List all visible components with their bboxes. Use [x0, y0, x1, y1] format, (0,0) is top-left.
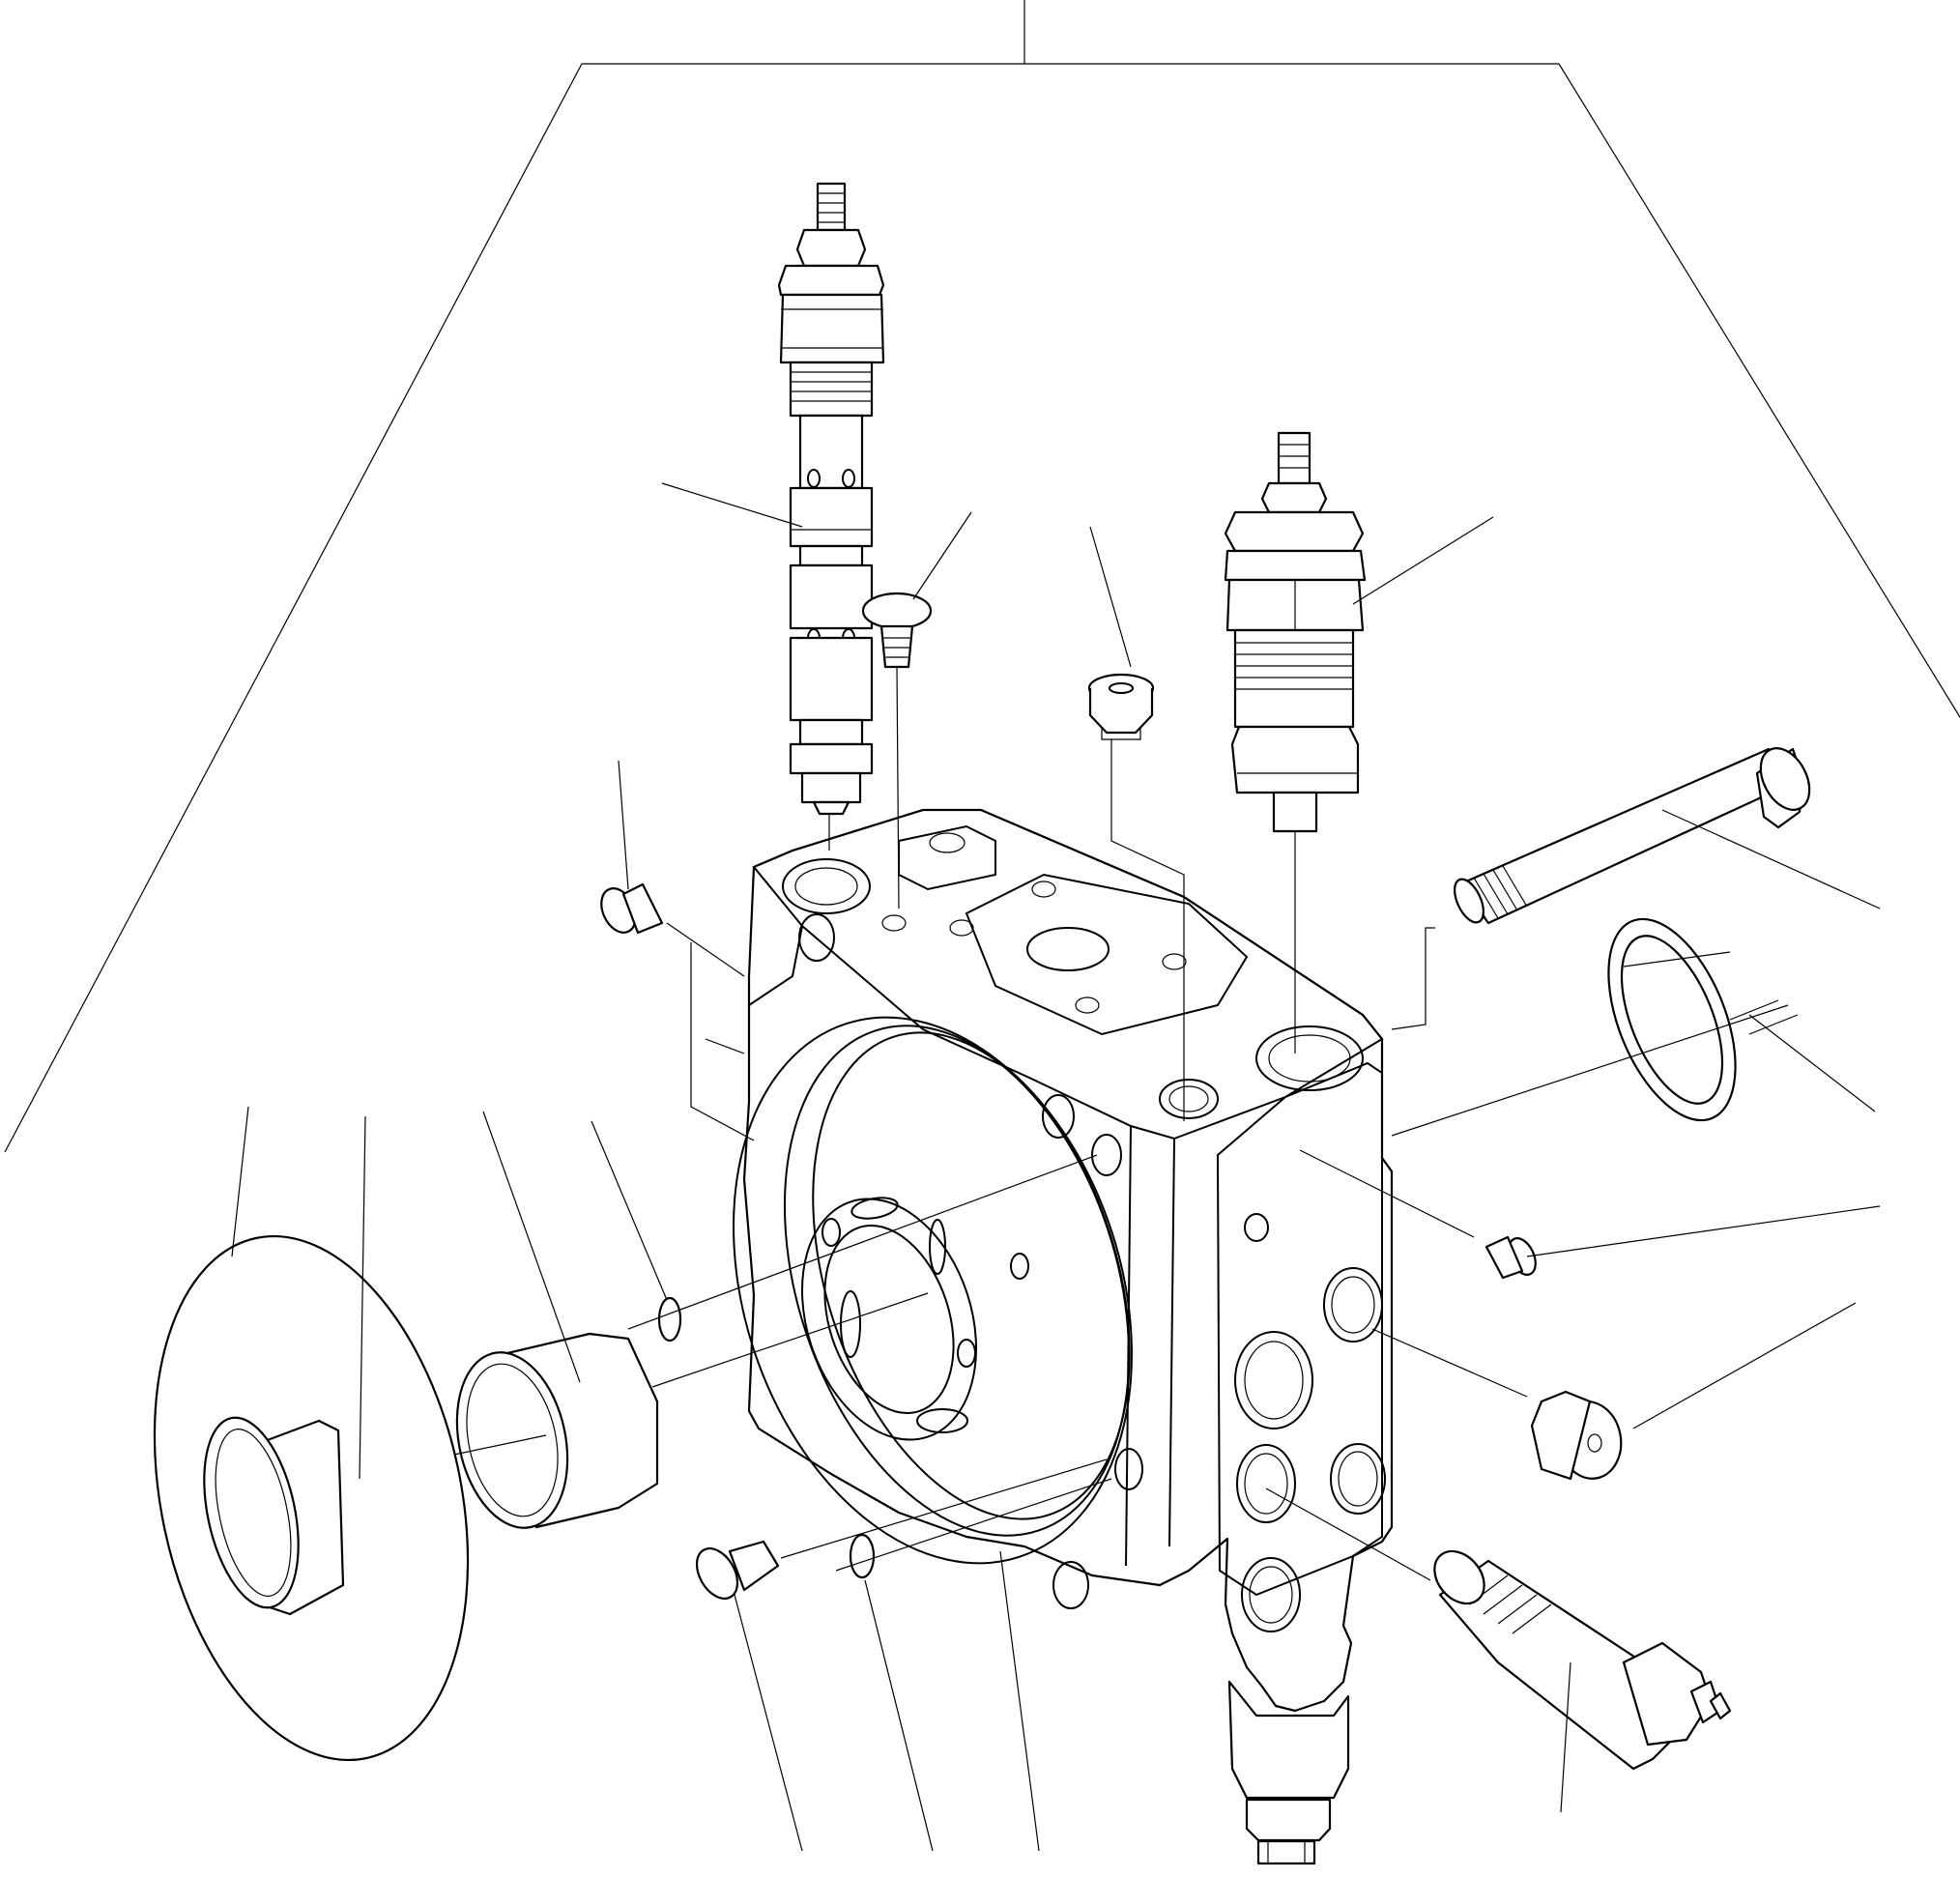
cap-screw	[1391, 747, 1881, 1030]
port-openings	[1234, 1213, 1386, 1632]
small-plug	[861, 592, 933, 910]
small-plug-upper-left	[600, 760, 755, 1141]
pressure-valve-cartridge	[1265, 1487, 1732, 1813]
o-ring	[591, 1120, 1098, 1343]
relief-valve-cartridge	[1224, 431, 1367, 1054]
valve-body	[733, 808, 1394, 1865]
ring-collar	[1391, 917, 1876, 1137]
bushing	[453, 1111, 929, 1529]
top-face-ports	[782, 824, 1364, 1119]
bottom-cartridge	[1227, 1680, 1350, 1865]
frame-lines	[4, 0, 1960, 1153]
cover-plate	[733, 913, 1143, 1609]
lower-left-screw	[695, 1458, 1112, 1852]
orifice-plug	[1087, 673, 1185, 1121]
small-plug-right	[1299, 1149, 1881, 1280]
pilot-spool-assembly	[777, 182, 885, 851]
leader-lines	[661, 482, 1494, 668]
orifice-plug-right	[1371, 1302, 1857, 1481]
cover-disc	[153, 1106, 470, 1762]
